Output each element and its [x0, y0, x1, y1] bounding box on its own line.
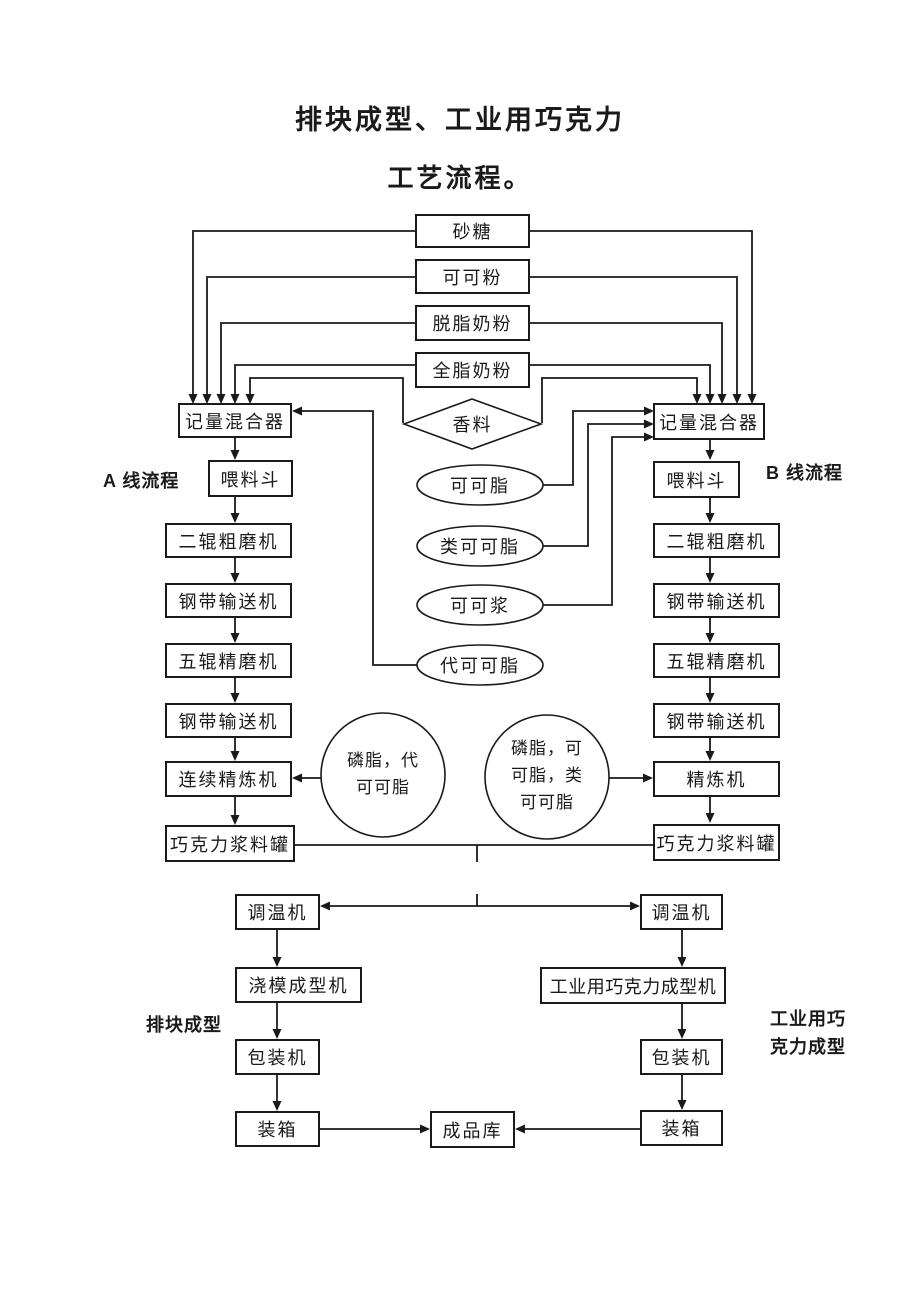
node-cocoa-butter: 可可脂 [450, 476, 510, 496]
edge-skim-to-mixer-a [216, 322, 415, 404]
node-belt-conveyor2-b: 钢带输送机 [653, 703, 780, 738]
edge-cbs-to-mixer-a [292, 406, 418, 666]
node-warehouse: 成品库 [430, 1111, 515, 1148]
edge-skim-to-mixer-b [530, 322, 727, 404]
node-fine-mill-a: 五辊精磨机 [165, 643, 292, 678]
additive-a-circle-shape [320, 712, 446, 838]
edge-flavor-to-mixer-b [541, 377, 702, 423]
node-cocoa-liquor: 可可浆 [450, 596, 510, 616]
edge-whole-to-mixer-b [530, 364, 715, 404]
node-belt-conveyor1-b: 钢带输送机 [653, 583, 780, 618]
edge-cbe-to-mixer-b [543, 419, 654, 547]
node-former-a: 浇模成型机 [235, 967, 362, 1003]
cbe-ellipse-shape [416, 525, 544, 567]
cocoa-butter-ellipse-shape [416, 464, 544, 506]
flavor-diamond-shape [401, 398, 544, 450]
node-rough-mill-a: 二辊粗磨机 [165, 523, 292, 558]
edge-whole-to-mixer-a [230, 364, 415, 404]
edge-sugar-to-mixer-b [530, 230, 757, 404]
cocoa-liquor-ellipse-shape [416, 584, 544, 626]
node-mixer-a: 记量混合器 [178, 403, 292, 438]
node-cocoa-butter-equivalent: 类可可脂 [440, 537, 520, 557]
line-a-label: A 线流程 [103, 471, 180, 491]
node-additive-a: 磷脂，代 可可脂 [347, 751, 419, 797]
edge-cocoa-to-mixer-a [202, 276, 415, 404]
node-fine-mill-b: 五辊精磨机 [653, 643, 780, 678]
node-packer-a: 包装机 [235, 1039, 320, 1075]
node-refiner-a: 连续精炼机 [165, 761, 292, 797]
node-tank-b: 巧克力浆料罐 [653, 824, 780, 861]
page-subtitle: 工艺流程。 [387, 163, 533, 193]
node-belt-conveyor2-a: 钢带输送机 [165, 703, 292, 738]
cbs-ellipse-shape [416, 644, 544, 686]
node-additive-b: 磷脂，可 可脂，类 可可脂 [511, 739, 583, 812]
forming-b-label: 工业用巧 克力成型 [770, 1009, 846, 1057]
forming-a-label: 排块成型 [146, 1015, 222, 1035]
additive-b-circle-shape [484, 714, 610, 840]
node-boxer-a: 装箱 [235, 1111, 320, 1147]
edge-cocoa-butter-to-mixer-b [543, 406, 654, 486]
node-former-b: 工业用巧克力成型机 [540, 967, 726, 1004]
node-skim-milk-powder: 脱脂奶粉 [415, 305, 530, 341]
node-temper-a: 调温机 [235, 894, 320, 930]
node-refiner-b: 精炼机 [653, 761, 780, 797]
node-cocoa-powder: 可可粉 [415, 259, 530, 294]
page-title: 排块成型、工业用巧克力 [295, 105, 625, 135]
node-hopper-b: 喂料斗 [653, 461, 740, 498]
node-hopper-a: 喂料斗 [208, 460, 293, 497]
edge-sugar-to-mixer-a [188, 230, 415, 404]
edge-cocoa-to-mixer-b [530, 276, 742, 404]
node-flavor: 香料 [452, 415, 493, 435]
edge-liquor-to-mixer-b [543, 432, 654, 606]
node-sugar: 砂糖 [415, 214, 530, 248]
node-boxer-b: 装箱 [640, 1110, 723, 1146]
node-rough-mill-b: 二辊粗磨机 [653, 523, 780, 558]
edge-flavor-to-mixer-a [245, 377, 404, 423]
node-cocoa-butter-substitute: 代可可脂 [440, 656, 520, 676]
node-tank-a: 巧克力浆料罐 [165, 825, 295, 862]
node-belt-conveyor1-a: 钢带输送机 [165, 583, 292, 618]
node-temper-b: 调温机 [640, 894, 723, 930]
line-b-label: B 线流程 [766, 463, 843, 483]
node-mixer-b: 记量混合器 [653, 403, 765, 440]
node-packer-b: 包装机 [640, 1039, 723, 1075]
node-whole-milk-powder: 全脂奶粉 [415, 352, 530, 388]
